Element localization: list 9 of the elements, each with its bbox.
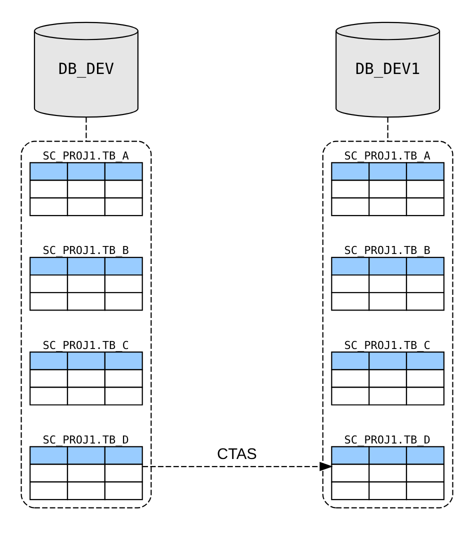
edge-label: CTAS (217, 446, 257, 464)
node-label: SC_PROJ1.TB_D (42, 433, 129, 446)
node-label: SC_PROJ1.TB_B (42, 244, 129, 258)
node-label: SC_PROJ1.TB_A (344, 149, 430, 162)
node-label: SC_PROJ1.TB_D (344, 433, 430, 446)
node-label: SC_PROJ1.TB_C (42, 338, 129, 352)
node-label: SC_PROJ1.TB_B (344, 244, 430, 258)
node-label: SC_PROJ1.TB_C (344, 338, 430, 352)
node-label: SC_PROJ1.TB_A (42, 149, 129, 162)
